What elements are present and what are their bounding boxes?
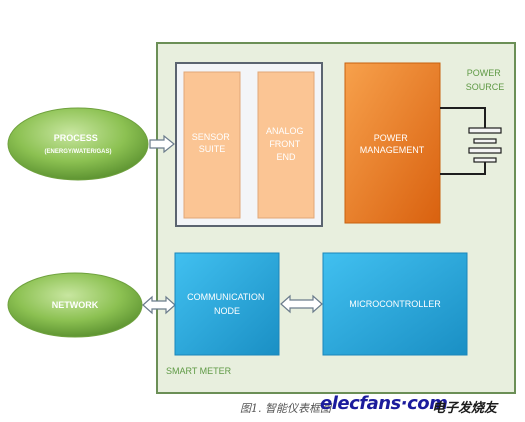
microcontroller-block [322,252,468,356]
sensor-suite-label-2: SUITE [199,144,226,154]
network-label: NETWORK [52,300,99,310]
analog-front-end-label-3: END [276,152,296,162]
microcontroller-label: MICROCONTROLLER [349,299,441,309]
analog-front-end-label-1: ANALOG [266,126,304,136]
svg-text:ANALOG FRONT END: ANALOG FRONT END [266,126,306,162]
analog-front-end-label-2: FRONT [269,139,300,149]
sensor-suite-label-1: SENSOR [192,132,231,142]
svg-text:POWER MANAGEMENT: POWER MANAGEMENT [360,133,425,155]
sensor-suite-block [183,71,241,219]
battery-icon [440,107,502,175]
svg-text:COMMUNICATION NODE: COMMUNICATION NODE [187,292,267,316]
elecfans-logo: elecfans·com [320,393,448,414]
smart-meter-label: SMART METER [166,366,232,376]
svg-text:PROCESS (ENERGY/WATER/GAS): PROCESS (ENERGY/WATER/GAS) [45,128,112,155]
power-management-block [344,62,441,224]
svg-text:POWER SOURCE: POWER SOURCE [466,68,505,92]
comm-micro-arrow [280,294,323,314]
communication-node-block [174,252,280,356]
communication-node-label-2: NODE [214,306,240,316]
network-ellipse [7,272,143,338]
process-sublabel: (ENERGY/WATER/GAS) [45,149,112,155]
process-ellipse [7,107,149,181]
analog-front-end-block [257,71,315,219]
figure-caption: 图1. 智能仪表框图 elecfans·com 电子发烧友 [0,390,525,422]
process-label: PROCESS [54,133,98,143]
power-management-label-1: POWER [374,133,409,143]
process-to-sensor-arrow [149,134,175,154]
power-source-label-2: SOURCE [466,82,505,92]
elecfans-logo-cn: 电子发烧友 [432,401,498,416]
figure-caption-text: 图1. 智能仪表框图 [240,402,331,415]
svg-text:SENSOR SUITE: SENSOR SUITE [192,132,233,154]
communication-node-label-1: COMMUNICATION [187,292,264,302]
power-source-label-1: POWER [467,68,502,78]
power-management-label-2: MANAGEMENT [360,145,425,155]
